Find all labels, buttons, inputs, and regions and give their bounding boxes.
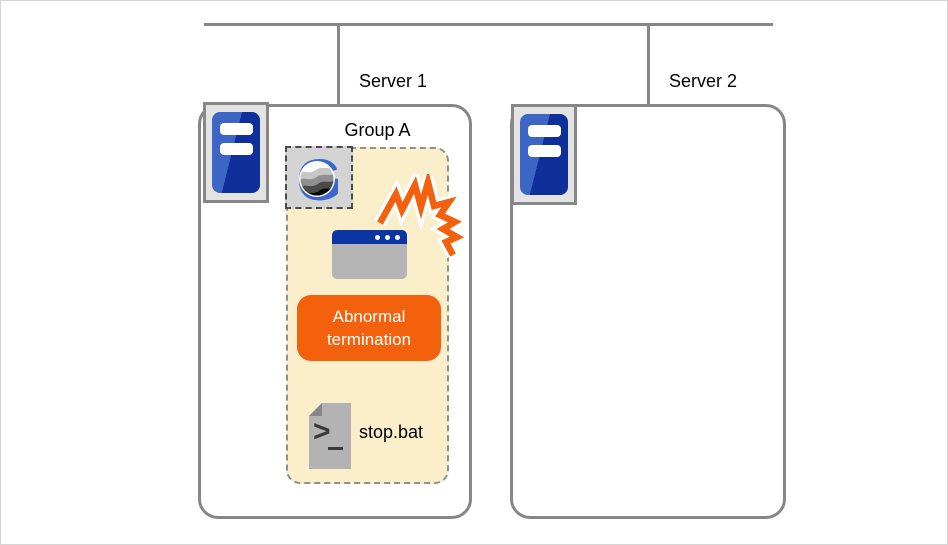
network-bus-line (204, 23, 773, 26)
server-icon (203, 102, 269, 203)
server2-drop-line (647, 23, 650, 107)
window-titlebar (332, 230, 407, 244)
server-drive-bar (220, 143, 253, 155)
server-icon (511, 104, 577, 205)
server-tower-graphic (520, 114, 568, 195)
window-dot (385, 234, 390, 240)
group-a-label: Group A (344, 120, 411, 140)
server1-drop-line (337, 23, 340, 107)
g-application-icon: G (285, 146, 353, 213)
crash-burst-icon (374, 174, 469, 259)
batch-file-icon: > (309, 403, 351, 469)
window-dot (395, 234, 400, 240)
server1-label: Server 1 (359, 71, 428, 91)
server-drive-bar (528, 125, 561, 137)
server-tower-graphic (212, 112, 260, 193)
window-dot (375, 234, 380, 240)
server-drive-bar (220, 123, 253, 135)
svg-text:>: > (313, 415, 331, 448)
window-body (332, 244, 407, 279)
abnormal-termination-badge: Abnormal termination (297, 295, 441, 361)
server-drive-bar (528, 145, 561, 157)
stop-bat-label: stop.bat (359, 422, 424, 442)
g-logo-graphic: G (296, 148, 341, 213)
application-window-icon (332, 230, 407, 279)
server2-label: Server 2 (669, 71, 738, 91)
